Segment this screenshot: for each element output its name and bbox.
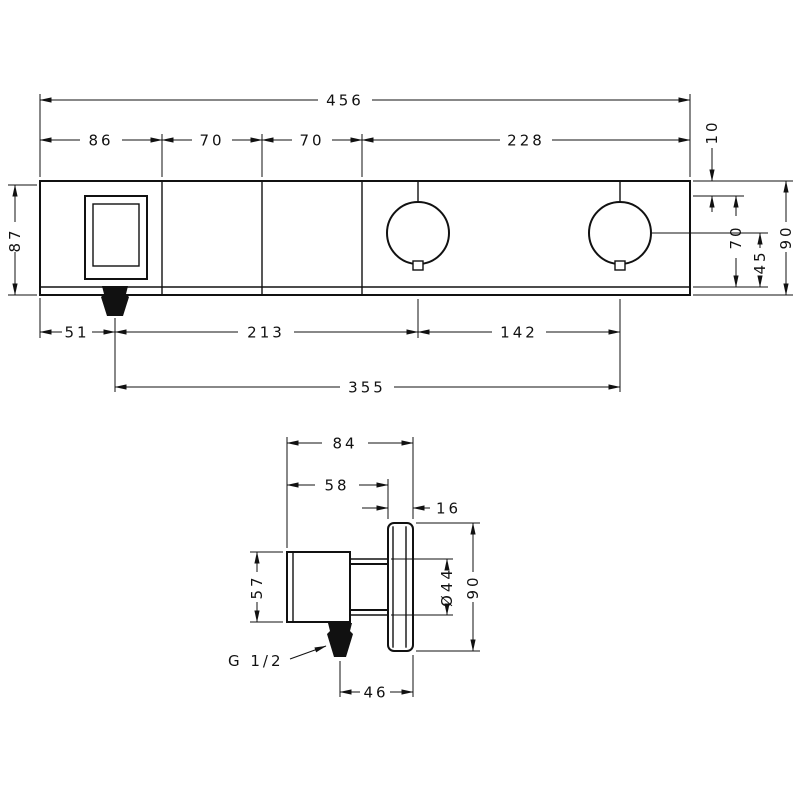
side-view-dimension-labels: 84 58 16 57 Ø44 90 G 1/2 46 [228, 435, 482, 702]
front-view-dimension-labels: 456 86 70 70 228 10 70 45 90 87 51 213 1… [6, 92, 795, 397]
front-view-geometry [39, 180, 691, 316]
valve-body-outline [286, 551, 351, 623]
dim-label-total-width: 456 [326, 92, 364, 110]
wall-plate-outline [387, 522, 414, 652]
dim-label-top-offset: 10 [703, 119, 721, 144]
handle-left-knob [386, 201, 450, 265]
dim-label-plate-height: 90 [464, 574, 482, 599]
side-view-geometry [286, 522, 414, 657]
side-view: 84 58 16 57 Ø44 90 G 1/2 46 [228, 435, 482, 702]
handle-left-grip-tab [412, 260, 424, 271]
dim-label-body-height: 57 [248, 574, 266, 599]
hose-connector-nut [101, 286, 129, 316]
dim-label-boss-diameter: Ø44 [438, 567, 456, 607]
dim-label-body-depth: 58 [324, 477, 349, 495]
dim-label-segment-1: 86 [88, 132, 113, 150]
dim-label-outlet-to-plate: 46 [363, 684, 388, 702]
dim-label-center-to-bottom: 45 [751, 249, 769, 274]
front-view-extension-lines [8, 94, 793, 392]
side-view-extension-lines [250, 437, 480, 697]
hose-outlet-block-inner [92, 203, 140, 267]
dim-label-outlet-offset: 51 [64, 324, 89, 342]
thread-size-label: G 1/2 [228, 652, 284, 670]
dim-label-plate-thickness: 16 [436, 500, 461, 518]
dim-label-outlet-to-handle: 213 [247, 324, 285, 342]
dim-label-handle-height: 70 [727, 224, 745, 249]
dim-label-total-depth: 84 [332, 435, 357, 453]
outlet-thread-nut [327, 623, 353, 657]
dim-label-handle-spacing: 142 [500, 324, 538, 342]
handle-right-grip-tab [614, 260, 626, 271]
side-view-dimension-lines [254, 440, 476, 695]
dim-label-segment-3: 70 [299, 132, 324, 150]
dim-label-right-height: 90 [777, 224, 795, 249]
thread-leader-line [289, 645, 327, 660]
panel-outline [39, 180, 691, 296]
hose-outlet-block-outer [84, 195, 148, 280]
handle-right-knob [588, 201, 652, 265]
front-view-dimension-lines [12, 97, 789, 390]
front-view: 456 86 70 70 228 10 70 45 90 87 51 213 1… [6, 92, 795, 397]
dim-label-segment-2: 70 [199, 132, 224, 150]
dim-label-segment-4: 228 [507, 132, 545, 150]
dim-label-bottom-total: 355 [348, 379, 386, 397]
dim-label-left-height: 87 [6, 227, 24, 252]
